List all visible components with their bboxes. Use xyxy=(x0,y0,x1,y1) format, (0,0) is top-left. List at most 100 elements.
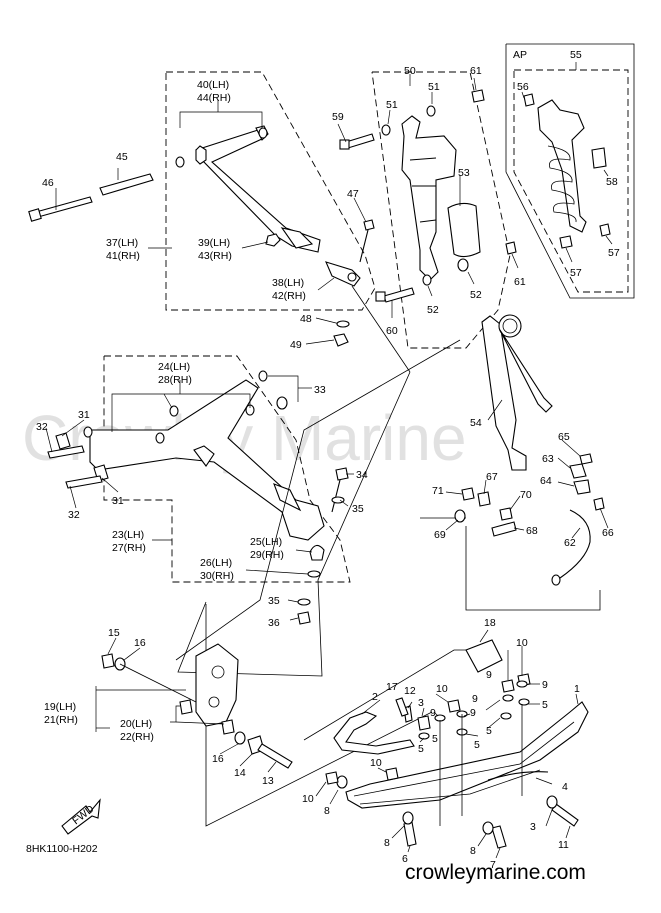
shock-absorber[interactable] xyxy=(401,115,457,281)
callout: 18 xyxy=(484,617,496,629)
callout: 4 xyxy=(562,781,568,793)
ski-handle-2[interactable] xyxy=(333,711,415,755)
cap-65[interactable] xyxy=(579,453,593,465)
washer-8a[interactable] xyxy=(402,811,414,825)
spindle-19[interactable] xyxy=(195,643,239,727)
ball-joint-25[interactable] xyxy=(309,544,325,561)
washer-8b[interactable] xyxy=(482,821,494,835)
shaft-13[interactable] xyxy=(257,743,293,769)
callout: 8 xyxy=(324,805,330,817)
bolt-7[interactable] xyxy=(491,825,507,849)
callout: 61 xyxy=(470,65,482,77)
bolt-17[interactable] xyxy=(395,697,409,717)
callout: 49 xyxy=(290,339,302,351)
bushing-24e[interactable] xyxy=(155,432,165,444)
joint-64[interactable] xyxy=(573,479,591,495)
callout: 17 xyxy=(386,681,398,693)
bushing-57a[interactable] xyxy=(559,235,573,249)
collar-3[interactable] xyxy=(417,715,431,731)
callout: 16 xyxy=(134,637,146,649)
nut-49[interactable] xyxy=(333,333,349,347)
ski-group xyxy=(315,629,589,859)
callout: 67 xyxy=(486,471,498,483)
collar-56[interactable] xyxy=(523,93,535,107)
callout: 52 xyxy=(470,289,482,301)
bolt-68[interactable] xyxy=(491,521,517,537)
bolt-46[interactable] xyxy=(35,196,93,218)
shaft-45[interactable] xyxy=(99,173,154,196)
bolt-6[interactable] xyxy=(403,821,417,847)
nut-10c[interactable] xyxy=(447,699,461,713)
bolt-66[interactable] xyxy=(593,497,605,511)
washer-16b[interactable] xyxy=(234,731,246,745)
bushing-51b[interactable] xyxy=(426,105,436,117)
callout: 50 xyxy=(404,65,416,77)
bushing-33[interactable] xyxy=(276,396,288,410)
callout: 36 xyxy=(268,617,280,629)
bushing-24d[interactable] xyxy=(83,426,93,438)
nut-61b[interactable] xyxy=(505,241,517,255)
bolt-11[interactable] xyxy=(551,803,579,827)
nut-10d[interactable] xyxy=(501,679,515,693)
bolt-60[interactable] xyxy=(383,287,415,303)
bushing-52a[interactable] xyxy=(422,274,432,286)
bolt-32b[interactable] xyxy=(65,475,103,489)
fwd-arrow: FWD xyxy=(61,798,101,835)
callout: 47 xyxy=(347,188,359,200)
callout: 8 xyxy=(384,837,390,849)
washer-9a[interactable] xyxy=(516,680,528,688)
coilover-shock-55[interactable] xyxy=(537,99,587,233)
bracket-58[interactable] xyxy=(591,147,607,169)
bushing-upper-arm-1[interactable] xyxy=(175,156,185,168)
nut-10b[interactable] xyxy=(385,767,399,781)
callout: 54 xyxy=(470,417,482,429)
bushing-24b[interactable] xyxy=(169,405,179,417)
bolt-32a[interactable] xyxy=(47,445,85,459)
washer-5a[interactable] xyxy=(518,698,530,706)
steering-cap[interactable] xyxy=(498,314,522,338)
callout: 5 xyxy=(542,699,548,711)
collar-15[interactable] xyxy=(101,653,115,669)
callout: 46 xyxy=(42,177,54,189)
bushing-20a[interactable] xyxy=(179,699,193,715)
joint-63[interactable] xyxy=(569,463,587,479)
ski-1[interactable] xyxy=(345,701,589,809)
bushing-57b[interactable] xyxy=(599,223,611,237)
bushing-upper-arm-2[interactable] xyxy=(258,127,268,139)
washer-3b[interactable] xyxy=(546,795,558,809)
steering-arm-54[interactable] xyxy=(481,315,527,471)
callout: 68 xyxy=(526,525,538,537)
nut-61a[interactable] xyxy=(471,89,485,103)
washer-9b[interactable] xyxy=(502,694,514,702)
nut-10a[interactable] xyxy=(325,771,339,785)
washer-69[interactable] xyxy=(454,509,466,523)
bolt-59[interactable] xyxy=(345,133,375,149)
callout: 3 xyxy=(530,821,536,833)
bushing-24a[interactable] xyxy=(258,370,268,382)
washer-5b[interactable] xyxy=(500,712,512,720)
washer-35a[interactable] xyxy=(331,496,345,504)
bolt-47[interactable] xyxy=(363,219,375,231)
collar-31a[interactable] xyxy=(55,432,71,450)
callout: 51 xyxy=(386,99,398,111)
washer-35b[interactable] xyxy=(297,598,311,606)
site-footer[interactable]: crowleymarine.com xyxy=(405,861,586,884)
bolt-70[interactable] xyxy=(499,507,513,521)
bushing-20b[interactable] xyxy=(221,719,235,735)
callout: 5 xyxy=(474,739,480,751)
callout: 57 xyxy=(570,267,582,279)
bushing-51a[interactable] xyxy=(381,124,391,136)
tie-rod-62[interactable] xyxy=(559,509,591,579)
washer-26[interactable] xyxy=(307,570,321,578)
washer-48[interactable] xyxy=(336,320,350,328)
bolt-34[interactable] xyxy=(335,467,349,481)
washer-5d[interactable] xyxy=(418,732,430,740)
joint-67[interactable] xyxy=(477,491,491,507)
bushing-52b[interactable] xyxy=(457,258,469,272)
runner-4[interactable] xyxy=(487,771,549,781)
nut-36[interactable] xyxy=(297,611,311,625)
sleeve-53[interactable] xyxy=(447,202,481,258)
ski-bracket-18[interactable] xyxy=(465,639,503,673)
nut-71[interactable] xyxy=(461,487,475,501)
